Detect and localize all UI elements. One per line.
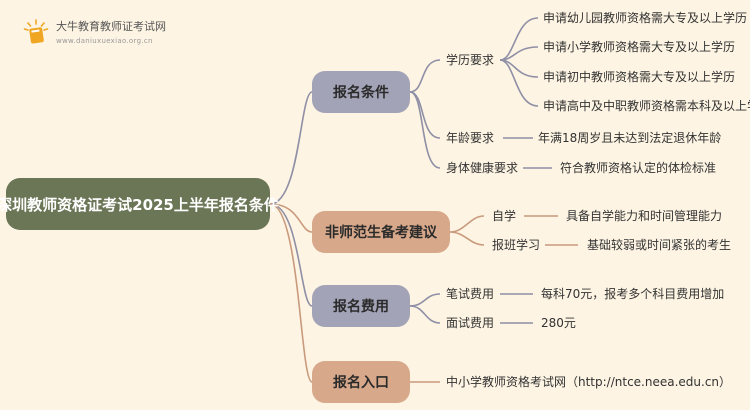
- branch-conditions: 报名条件: [312, 71, 410, 113]
- logo-title: 大牛教育教师证考试网: [56, 20, 166, 33]
- education-item-3: 申请初中教师资格需大专及以上学历: [543, 70, 736, 84]
- link-education-item-4: [499, 59, 539, 107]
- education-item-2: 申请小学教师资格需大专及以上学历: [543, 40, 736, 54]
- education-label: 学历要求: [446, 53, 495, 67]
- branch-entry: 报名入口: [312, 361, 410, 403]
- written-fee-value: 每科70元，报考多个科目费用增加: [541, 287, 725, 301]
- class-study-label: 报班学习: [492, 238, 541, 252]
- link-non-normal-self: [449, 215, 485, 233]
- link-conditions-education: [409, 59, 441, 93]
- link-root-non-normal: [269, 203, 313, 233]
- interview-fee-label: 面试费用: [446, 316, 495, 330]
- root-node: 深圳教师资格证考试2025上半年报名条件: [0, 178, 279, 230]
- education-item-4: 申请高中及中职教师资格需本科及以上学历: [543, 99, 750, 113]
- entry-link[interactable]: 中小学教师资格考试网（http://ntce.neea.edu.cn）: [446, 375, 732, 389]
- link-root-conditions: [269, 91, 313, 205]
- branch-fees: 报名费用: [312, 285, 410, 327]
- age-label: 年龄要求: [446, 131, 495, 145]
- link-conditions-age: [409, 91, 441, 139]
- link-education-item-1: [499, 17, 539, 61]
- health-label: 身体健康要求: [446, 161, 519, 175]
- self-study-value: 具备自学能力和时间管理能力: [566, 209, 723, 223]
- site-logo: 大牛教育教师证考试网 www.daniuxuexiao.org.cn: [22, 16, 182, 48]
- link-root-entry: [269, 203, 313, 383]
- link-fees-written: [409, 293, 441, 307]
- interview-fee-value: 280元: [541, 316, 576, 330]
- logo-url: www.daniuxuexiao.org.cn: [56, 37, 153, 45]
- link-fees-interview: [409, 305, 441, 324]
- self-study-label: 自学: [492, 209, 517, 223]
- education-item-1: 申请幼儿园教师资格需大专及以上学历: [543, 11, 748, 25]
- age-value: 年满18周岁且未达到法定退休年龄: [538, 131, 722, 145]
- link-root-fees: [269, 203, 313, 307]
- link-conditions-health: [409, 91, 441, 169]
- book-icon: [23, 19, 49, 44]
- class-study-value: 基础较弱或时间紧张的考生: [587, 238, 732, 252]
- branch-non-normal: 非师范生备考建议: [312, 211, 450, 253]
- written-fee-label: 笔试费用: [446, 287, 495, 301]
- health-value: 符合教师资格认定的体检标准: [560, 161, 717, 175]
- link-non-normal-class: [449, 231, 485, 246]
